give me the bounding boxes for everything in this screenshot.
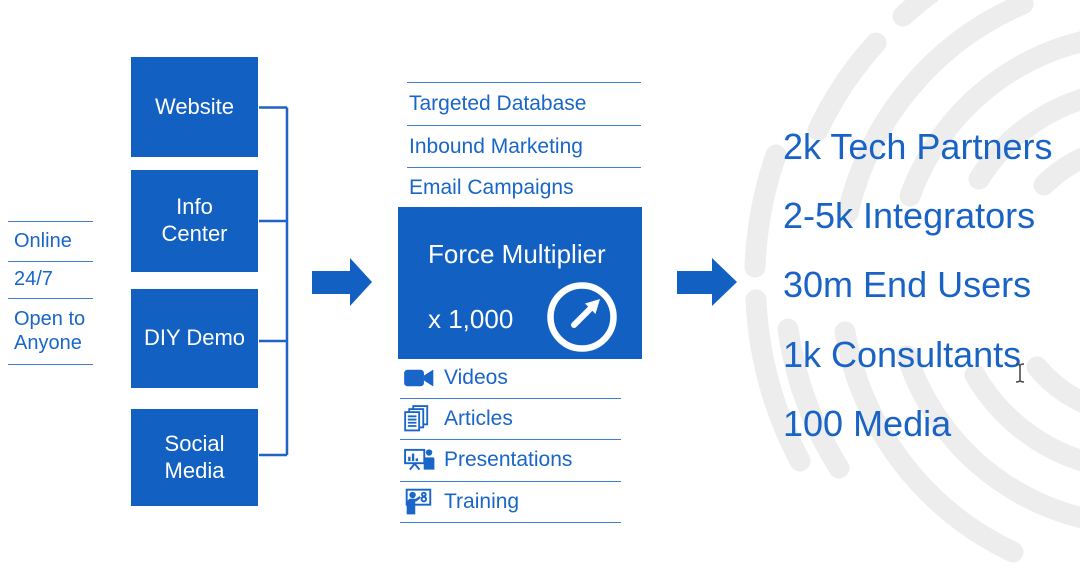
force-multiplier-value: x 1,000 [428, 304, 514, 334]
content-item-articles: Articles [400, 399, 621, 441]
content-item-training: Training [400, 482, 621, 523]
text-ibeam-cursor-icon [1015, 363, 1025, 383]
inbound-label: Targeted Database [409, 92, 587, 115]
channel-box-diy-demo: DIY Demo [131, 289, 258, 388]
availability-item-online: Online [8, 221, 93, 261]
availability-item-247: 24/7 [8, 261, 93, 298]
force-multiplier-title: Force Multiplier [428, 239, 606, 269]
availability-panel: Online 24/7 Open to Anyone [8, 221, 93, 365]
content-item-videos: Videos [400, 358, 621, 400]
output-item-media: 100 Media [783, 390, 1052, 459]
output-label: 100 Media [783, 403, 952, 445]
channel-box-label: Info Center [161, 194, 228, 246]
inbound-item-targeted-database: Targeted Database [407, 82, 641, 125]
availability-item-open-to-anyone: Open to Anyone [8, 298, 93, 365]
content-label: Presentations [444, 448, 573, 472]
articles-pages-icon [404, 405, 444, 433]
channel-box-label: Website [154, 93, 235, 119]
force-multiplier-box: Force Multiplier x 1,000 [398, 207, 642, 359]
availability-label: 24/7 [14, 268, 53, 291]
output-item-integrators: 2-5k Integrators [783, 181, 1052, 250]
output-item-consultants: 1k Consultants [783, 320, 1052, 389]
gauge-arrow-icon [547, 282, 617, 352]
availability-label: Online [14, 229, 72, 252]
content-label: Articles [444, 407, 513, 431]
inbound-list: Targeted Database Inbound Marketing Emai… [407, 82, 641, 207]
content-label: Videos [444, 366, 508, 390]
channel-box-label: DIY Demo [143, 325, 246, 351]
output-label: 2-5k Integrators [783, 195, 1036, 237]
channel-box-label: Social Media [164, 430, 225, 483]
inbound-item-inbound-marketing: Inbound Marketing [407, 125, 641, 167]
output-label: 30m End Users [783, 264, 1032, 306]
flow-arrow-right [677, 258, 737, 306]
output-label: 1k Consultants [783, 333, 1022, 375]
content-list: Videos Articles [400, 358, 621, 523]
output-label: 2k Tech Partners [783, 125, 1053, 167]
video-camera-icon [404, 367, 444, 389]
output-item-tech-partners: 2k Tech Partners [783, 112, 1052, 181]
inbound-label: Email Campaigns [409, 175, 574, 199]
flow-arrow-left [312, 258, 372, 306]
inbound-item-email-campaigns: Email Campaigns [407, 167, 641, 207]
channel-box-website: Website [131, 57, 258, 157]
channel-box-info-center: Info Center [131, 170, 258, 272]
availability-label: Open to Anyone [14, 307, 86, 354]
inbound-label: Inbound Marketing [409, 134, 583, 158]
content-item-presentations: Presentations [400, 440, 621, 482]
training-presenter-icon [404, 488, 444, 516]
outputs-list: 2k Tech Partners 2-5k Integrators 30m En… [783, 112, 1052, 459]
channel-box-social-media: Social Media [131, 409, 258, 506]
channel-bracket-connector [259, 106, 289, 457]
output-item-end-users: 30m End Users [783, 251, 1052, 320]
radiating-arcs-decoration [744, 0, 1080, 563]
presentation-board-icon [404, 447, 444, 473]
content-label: Training [444, 489, 520, 513]
